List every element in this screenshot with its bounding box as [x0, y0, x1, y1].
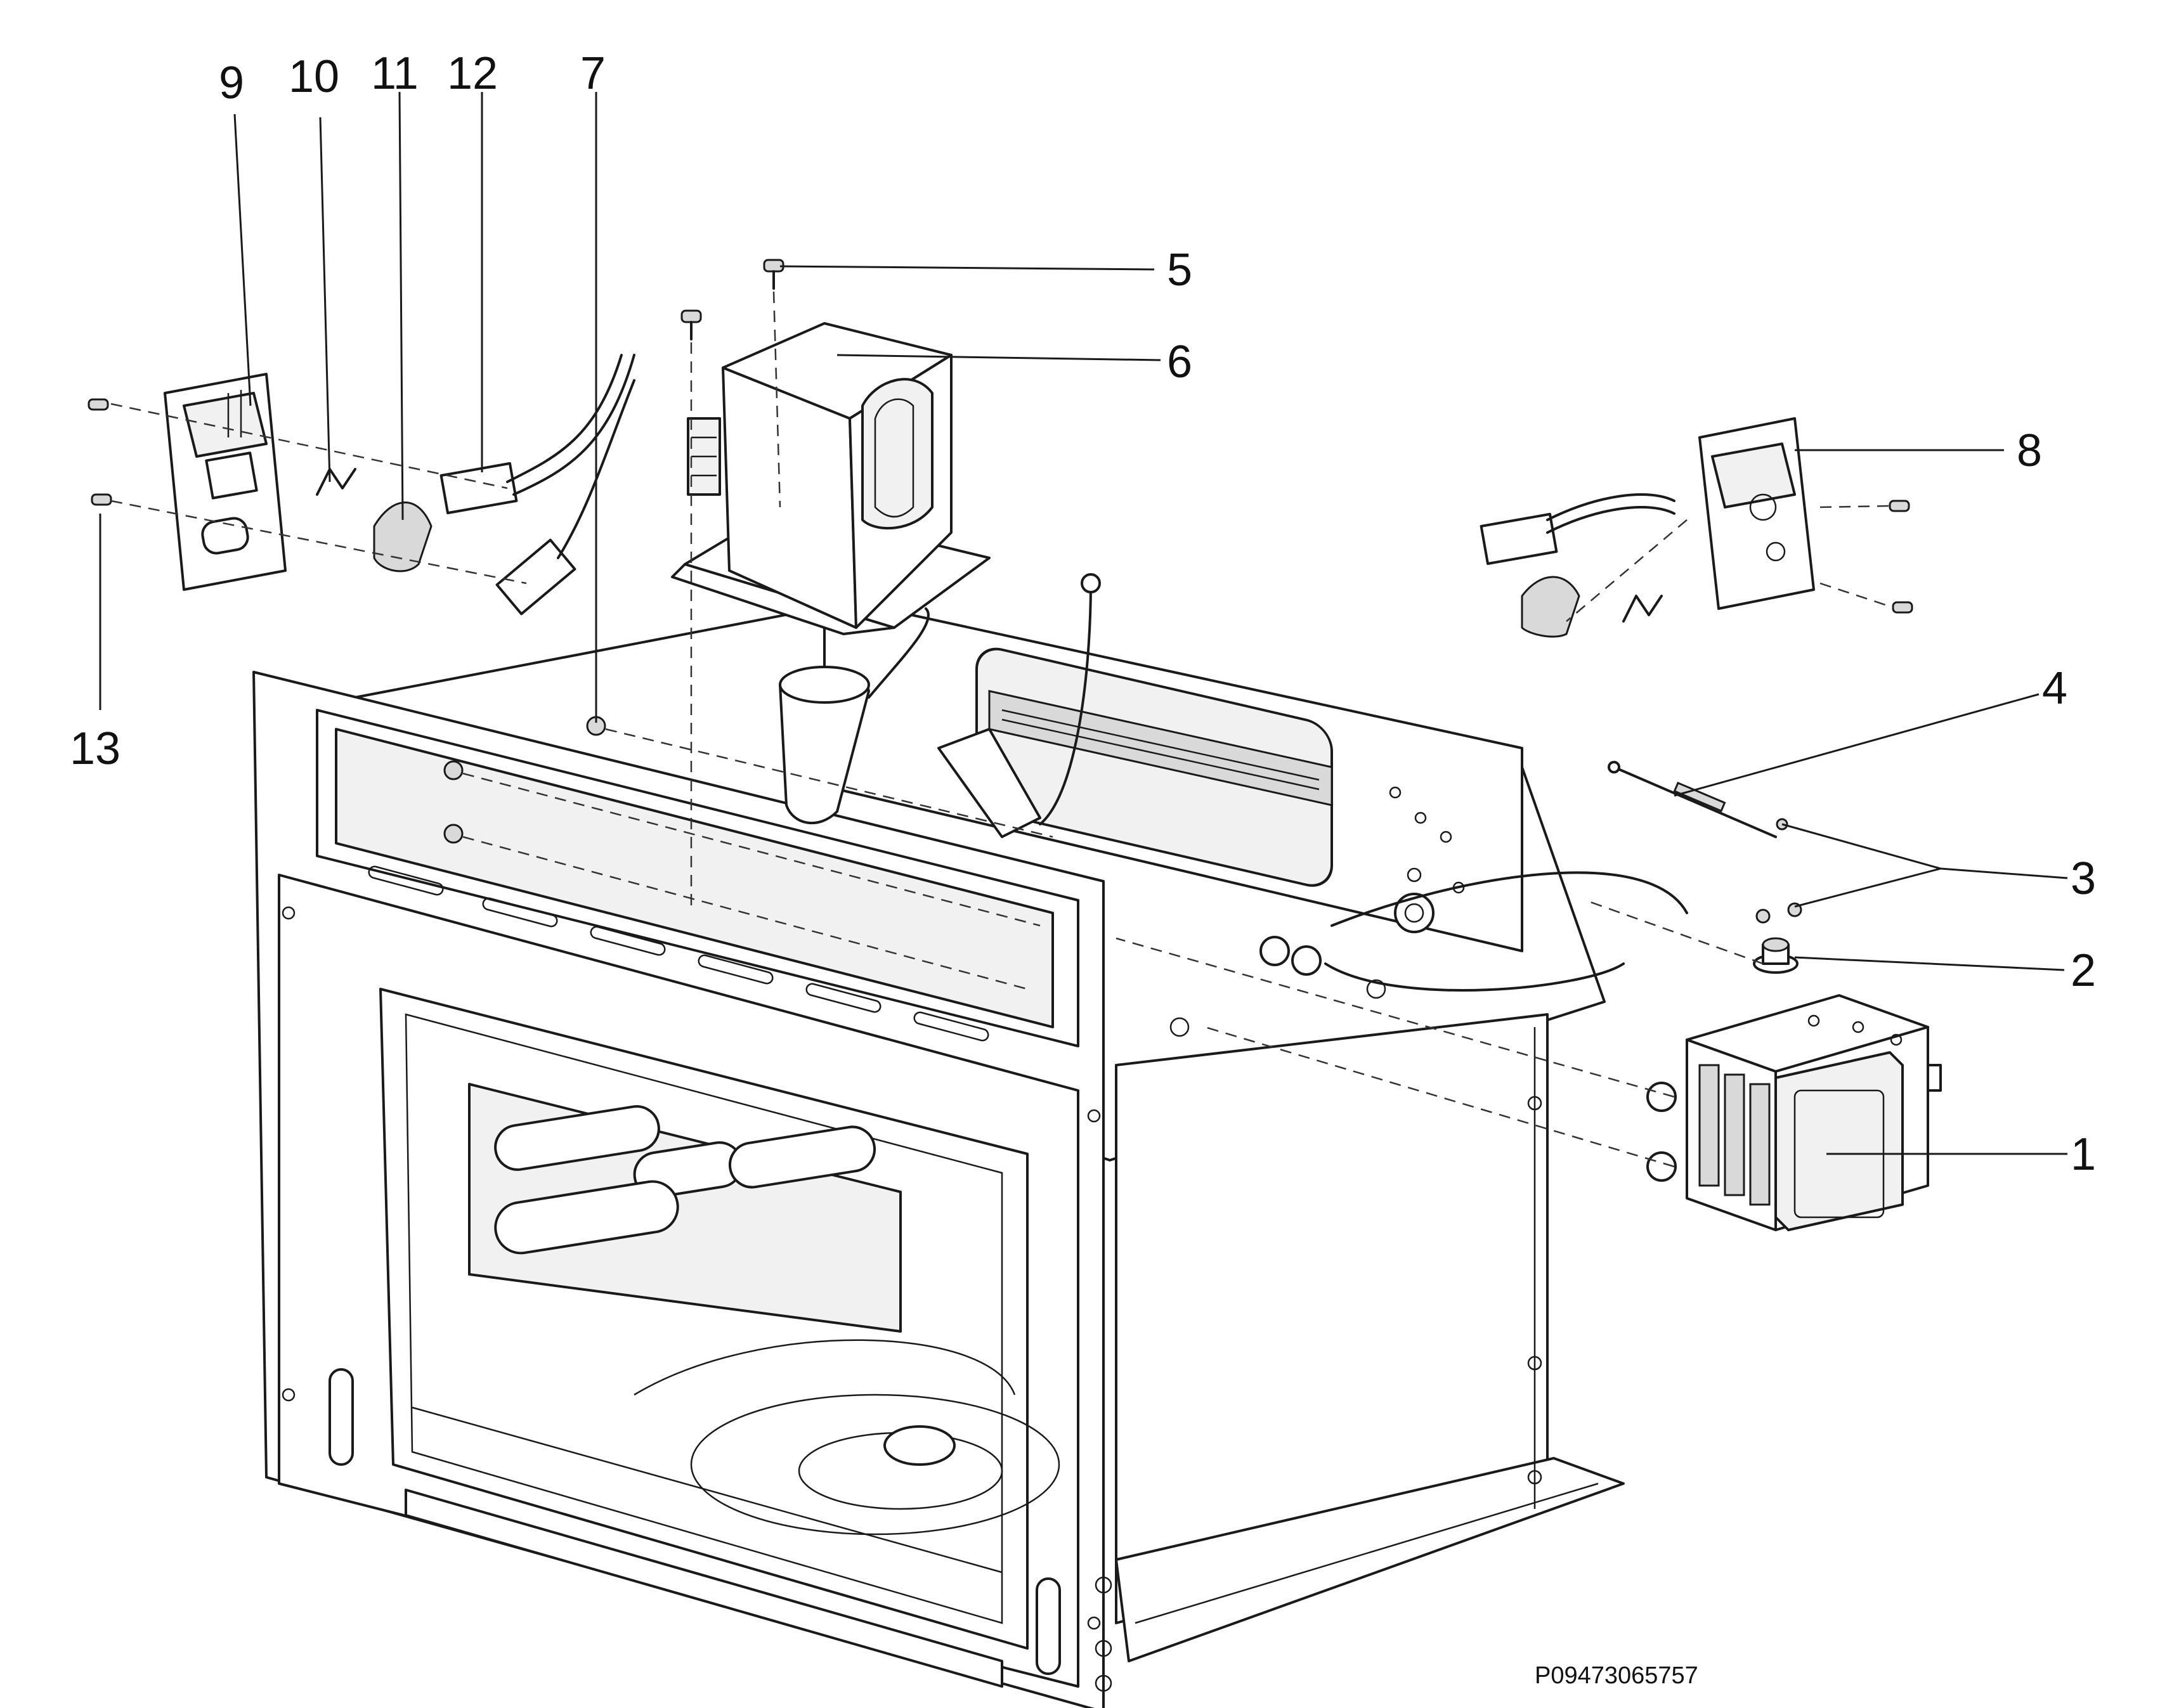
- capacitor-assembly: [779, 573, 1101, 838]
- transformer: [671, 322, 991, 635]
- callout-12: 12: [447, 48, 498, 99]
- oven-front-frame: [252, 671, 1112, 1708]
- leader-lines: [99, 91, 2068, 1155]
- assembly-lines: [110, 291, 1894, 1168]
- oven-cavity: [297, 595, 1688, 1662]
- callout-8: 8: [2017, 425, 2042, 476]
- callout-13: 13: [70, 723, 120, 774]
- callout-2: 2: [2071, 945, 2096, 996]
- callout-5: 5: [1167, 245, 1192, 295]
- drawing-code: P09473065757: [1535, 1662, 1698, 1689]
- callout-9: 9: [219, 58, 244, 108]
- callout-3: 3: [2071, 853, 2096, 904]
- callout-6: 6: [1167, 337, 1192, 387]
- callout-1: 1: [2071, 1129, 2096, 1180]
- thermostat: [1753, 937, 1799, 974]
- screw-5: [763, 259, 784, 290]
- callout-10: 10: [289, 51, 339, 102]
- door-switch-left: [88, 354, 635, 616]
- cable-4: [1608, 761, 1777, 838]
- callout-7: 7: [580, 48, 606, 99]
- screws-3: [1755, 818, 1802, 924]
- callout-4: 4: [2042, 663, 2067, 714]
- screws-7: [443, 716, 606, 844]
- callout-11: 11: [371, 48, 419, 99]
- door-switch-right: [1480, 417, 1913, 638]
- callout-labels: 1 2 3 4 5 6 7 8 9 10 11 12 13: [70, 48, 2096, 1180]
- magnetron: [1646, 994, 1942, 1231]
- screw-5b: [680, 309, 702, 340]
